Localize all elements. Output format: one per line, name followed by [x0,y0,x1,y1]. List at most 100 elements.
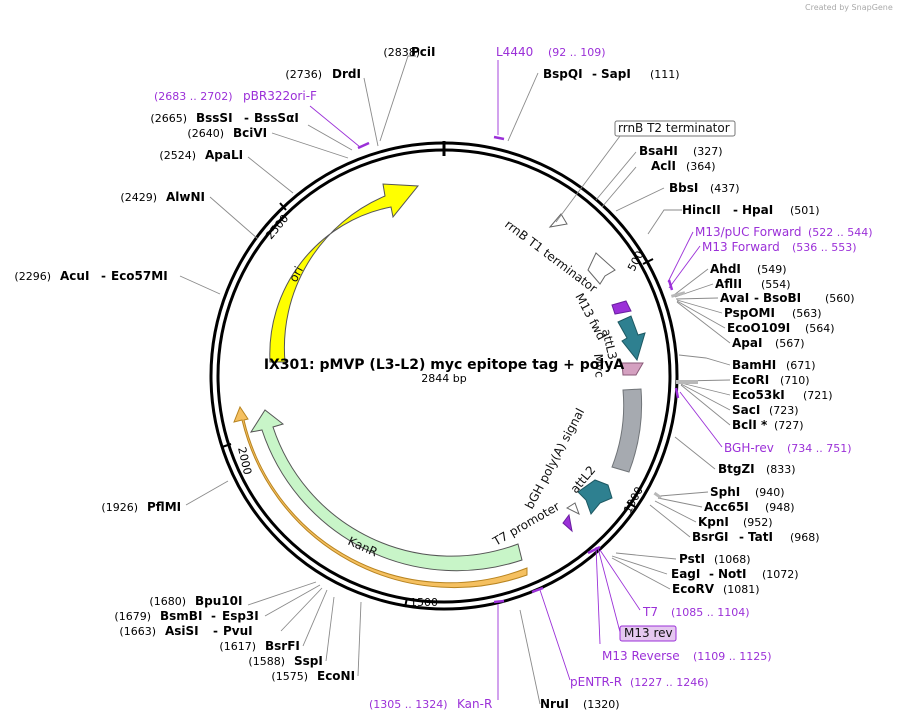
svg-text:(1926): (1926) [101,501,138,514]
svg-text:(567): (567) [775,337,805,350]
avai-label: AvaI [720,291,749,305]
svg-text:(2429): (2429) [120,191,157,204]
svg-text:(2736): (2736) [285,68,322,81]
svg-text:(1617): (1617) [219,640,256,653]
svg-text:(364): (364) [686,160,716,173]
pcii-label: PciI [411,45,436,59]
m13-forward-primer: M13 Forward [702,240,780,254]
attl3-feature [617,315,646,362]
rrnb-t1-label: rrnB T1 terminator [502,217,600,295]
esp3i-label: Esp3I [222,609,259,623]
myc-label: Myc [591,353,607,378]
svg-text:-: - [101,269,106,283]
svg-text:-: - [754,291,759,305]
svg-text:(1575): (1575) [271,670,308,683]
svg-text:(2640): (2640) [187,127,224,140]
svg-text:(833): (833) [766,463,796,476]
svg-text:(501): (501) [790,204,820,217]
svg-text:(734 .. 751): (734 .. 751) [787,442,852,455]
svg-text:(549): (549) [757,263,787,276]
attl2-feature [577,479,613,516]
svg-text:(1305 .. 1324): (1305 .. 1324) [369,698,448,711]
btgzi-label: BtgZI [718,462,755,476]
rrnb-t1-feature [587,252,616,285]
svg-text:(554): (554) [761,278,791,291]
sapi-label: SapI [601,67,631,81]
hpai-label: HpaI [742,203,773,217]
ahdi-label: AhdI [710,262,741,276]
svg-text:1500: 1500 [410,596,438,609]
svg-text:(671): (671) [786,359,816,372]
eagi-label: EagI [671,567,700,581]
rrnb-t2-label: rrnB T2 terminator [618,121,730,135]
eco53ki-label: Eco53kI [732,388,785,402]
svg-text:(437): (437) [710,182,740,195]
bsobi-label: BsoBI [763,291,801,305]
svg-text:(1679): (1679) [114,610,151,623]
t7-promoter-feature [562,513,573,533]
bsssi-label: BssSI [196,111,233,125]
svg-text:(952): (952) [743,516,773,529]
rrnb-t2-leader [555,135,621,223]
svg-text:-: - [733,203,738,217]
svg-text:(727): (727) [774,419,804,432]
saci-label: SacI [732,403,760,417]
svg-text:-: - [709,567,714,581]
tick-500: 500 [625,249,654,273]
bgh-rev-primer: BGH-rev [724,441,774,455]
svg-text:2500: 2500 [263,212,291,242]
bamhi-label: BamHI [732,358,776,372]
svg-text:(948): (948) [765,501,795,514]
svg-text:(940): (940) [755,486,785,499]
svg-text:(564): (564) [805,322,835,335]
bcli-label: BclI * [732,418,768,432]
svg-text:(721): (721) [803,389,833,402]
kanr-highlight [233,405,528,589]
svg-text:(111): (111) [650,68,680,81]
bcivi-label: BciVI [233,126,267,140]
svg-text:(1227 .. 1246): (1227 .. 1246) [630,676,709,689]
plasmid-length: 2844 bp [421,372,466,385]
m13-fwd-feature [611,300,632,315]
kanr-feature [249,409,523,572]
attl3-label: attL3 [599,328,620,361]
pbr322ori-f-primer: pBR322ori-F [243,89,317,103]
rrnb-t2-box [614,120,736,137]
apai-label: ApaI [732,336,762,350]
svg-text:2000: 2000 [235,446,254,476]
svg-text:(710): (710) [780,374,810,387]
svg-text:-: - [739,530,744,544]
svg-text:(1085 .. 1104): (1085 .. 1104) [671,606,750,619]
kan-r-primer: Kan-R [457,697,492,711]
apali-label: ApaLI [205,148,243,162]
alwni-label: AlwNI [166,190,205,204]
tick-2000: 2000 [221,443,254,476]
aflii-label: AflII [715,277,742,291]
primer-marks [309,60,723,700]
ori-feature [269,183,420,363]
m13-rev-primer: M13 rev [624,626,673,640]
svg-text:(968): (968) [790,531,820,544]
asisi-label: AsiSI [165,624,199,638]
pcii-position: (2838) [383,46,420,59]
bsrgi-label: BsrGI [692,530,729,544]
t7-terminator-feature [565,502,580,516]
bsahi-label: BsaHI [639,144,678,158]
ecori-label: EcoRI [732,373,769,387]
site-marks [653,291,698,499]
eco57mi-label: Eco57MI [111,269,168,283]
svg-text:(1081): (1081) [723,583,760,596]
l4440-primer: L4440 [496,45,533,59]
svg-text:-: - [213,624,218,638]
bgh-feature [611,388,643,473]
enzyme-leaders [179,55,731,705]
myc-feature [621,362,644,376]
ecorv-label: EcoRV [672,582,715,596]
noti-label: NotI [718,567,747,581]
svg-text:(1663): (1663) [119,625,156,638]
svg-text:-: - [244,111,249,125]
svg-text:(560): (560) [825,292,855,305]
psti-label: PstI [679,552,705,566]
svg-text:(536 .. 553): (536 .. 553) [792,241,857,254]
